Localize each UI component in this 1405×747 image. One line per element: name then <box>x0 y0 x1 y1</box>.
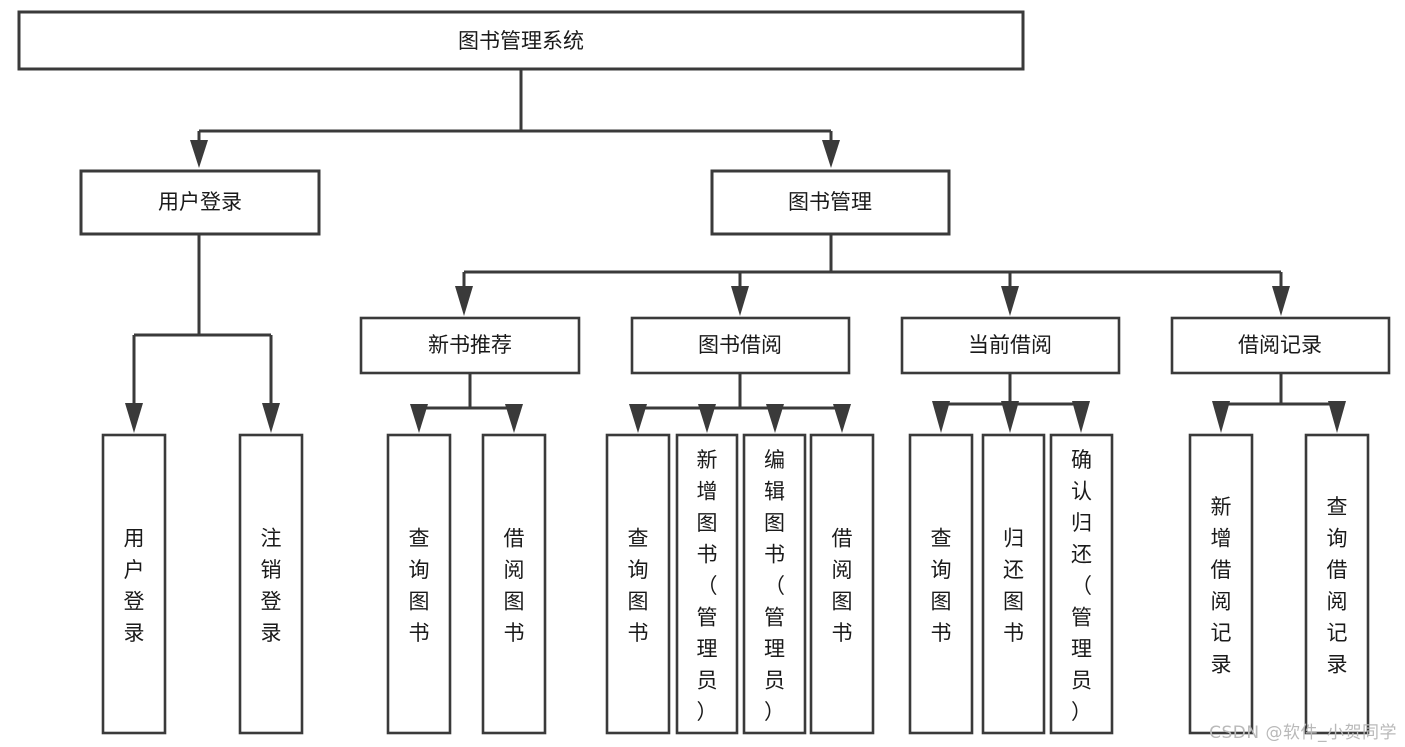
arrow-head-leaf-logout-login <box>262 403 280 433</box>
arrow-head-leaf-query-book-3 <box>932 401 950 433</box>
arrow-head-leaf-return-book <box>1001 401 1019 433</box>
node-user-login[interactable]: 用户登录 <box>79 169 321 236</box>
arrow-head-leaf-edit-book <box>766 404 784 433</box>
node-leaf-return-book-label: 归还图书 <box>1003 527 1024 646</box>
arrow-head-leaf-query-borrow-record <box>1328 401 1346 433</box>
connector-group-user-login <box>125 234 280 433</box>
node-leaf-query-book-2-box[interactable] <box>605 433 671 735</box>
leaf-node-layer: 用户登录 注销登录 查询图书 借阅图书 查询图书 新增图书（管理员） 编辑图书（管理员） 借阅… <box>101 433 1370 735</box>
arrow-head-leaf-add-borrow-record <box>1212 401 1230 433</box>
node-leaf-confirm-return-label: 确认归还（管理员） <box>1071 448 1092 724</box>
arrow-head-book-borrow <box>731 286 749 316</box>
node-book-manage[interactable]: 图书管理 <box>710 169 951 236</box>
node-leaf-edit-book-box[interactable] <box>742 433 807 735</box>
arrow-head-leaf-borrow-book-2 <box>833 404 851 433</box>
node-book-manage-box[interactable] <box>710 169 951 236</box>
node-borrow-record[interactable]: 借阅记录 <box>1170 316 1391 375</box>
node-leaf-logout-login-label: 注销登录 <box>261 527 282 646</box>
node-root-label: 图书管理系统 <box>458 29 584 53</box>
arrow-head-leaf-borrow-book-1 <box>505 404 523 433</box>
node-leaf-query-borrow-record-label: 查询借阅记录 <box>1327 495 1348 677</box>
node-leaf-edit-book[interactable]: 编辑图书（管理员） <box>742 433 807 735</box>
node-leaf-logout-login[interactable]: 注销登录 <box>238 433 304 735</box>
arrow-head-leaf-query-book-2 <box>629 404 647 433</box>
node-leaf-logout-login-box[interactable] <box>238 433 304 735</box>
node-leaf-query-book-1[interactable]: 查询图书 <box>386 433 452 735</box>
connector-group-borrow-record <box>1212 373 1346 433</box>
arrow-head-current-borrow <box>1001 286 1019 316</box>
node-leaf-add-book[interactable]: 新增图书（管理员） <box>675 433 739 735</box>
arrow-head-leaf-user-login <box>125 403 143 433</box>
node-leaf-confirm-return-box[interactable] <box>1049 433 1114 735</box>
connector-group-root <box>190 69 840 168</box>
node-leaf-query-book-3-label: 查询图书 <box>931 527 952 646</box>
node-leaf-query-book-2-label: 查询图书 <box>628 527 649 646</box>
node-current-borrow-label: 当前借阅 <box>968 333 1052 357</box>
node-borrow-record-box[interactable] <box>1170 316 1391 375</box>
node-leaf-add-borrow-record[interactable]: 新增借阅记录 <box>1188 433 1254 735</box>
connector-group-current-borrow <box>932 373 1090 433</box>
arrow-head-leaf-confirm-return <box>1072 401 1090 433</box>
arrow-head-user-login <box>190 140 208 168</box>
node-new-book-recommend[interactable]: 新书推荐 <box>359 316 581 375</box>
node-leaf-borrow-book-1-box[interactable] <box>481 433 547 735</box>
node-leaf-add-book-box[interactable] <box>675 433 739 735</box>
node-user-login-box[interactable] <box>79 169 321 236</box>
node-leaf-user-login[interactable]: 用户登录 <box>101 433 167 735</box>
arrow-head-leaf-add-book <box>698 404 716 433</box>
node-root-system[interactable]: 图书管理系统 <box>17 10 1025 71</box>
node-book-borrow[interactable]: 图书借阅 <box>630 316 851 375</box>
node-leaf-borrow-book-1-label: 借阅图书 <box>504 527 525 646</box>
node-new-book-recommend-box[interactable] <box>359 316 581 375</box>
node-root-box[interactable] <box>17 10 1025 71</box>
node-leaf-query-borrow-record[interactable]: 查询借阅记录 <box>1304 433 1370 735</box>
node-leaf-confirm-return[interactable]: 确认归还（管理员） <box>1049 433 1114 735</box>
arrow-head-borrow-record <box>1272 286 1290 316</box>
node-book-borrow-label: 图书借阅 <box>698 333 782 357</box>
node-leaf-borrow-book-2[interactable]: 借阅图书 <box>809 433 875 735</box>
node-leaf-query-book-3-box[interactable] <box>908 433 974 735</box>
node-leaf-borrow-book-1[interactable]: 借阅图书 <box>481 433 547 735</box>
node-leaf-borrow-book-2-label: 借阅图书 <box>832 527 853 646</box>
node-leaf-user-login-label: 用户登录 <box>124 527 145 646</box>
node-leaf-query-book-1-box[interactable] <box>386 433 452 735</box>
node-leaf-query-book-1-label: 查询图书 <box>409 527 430 646</box>
node-leaf-query-book-2[interactable]: 查询图书 <box>605 433 671 735</box>
node-user-login-label: 用户登录 <box>158 190 242 214</box>
node-leaf-borrow-book-2-box[interactable] <box>809 433 875 735</box>
arrow-head-leaf-query-book-1 <box>410 404 428 433</box>
node-borrow-record-label: 借阅记录 <box>1238 333 1322 357</box>
node-leaf-add-borrow-record-box[interactable] <box>1188 433 1254 735</box>
node-current-borrow-box[interactable] <box>900 316 1121 375</box>
connector-group-book-borrow <box>629 373 851 433</box>
arrow-head-new-book-recommend <box>455 286 473 316</box>
node-leaf-edit-book-label: 编辑图书（管理员） <box>764 448 785 724</box>
node-leaf-add-book-label: 新增图书（管理员） <box>697 448 718 724</box>
arrow-head-book-manage <box>822 140 840 168</box>
node-leaf-add-borrow-record-label: 新增借阅记录 <box>1211 495 1232 677</box>
node-book-borrow-box[interactable] <box>630 316 851 375</box>
node-leaf-query-book-3[interactable]: 查询图书 <box>908 433 974 735</box>
connector-group-book-manage <box>455 234 1290 316</box>
node-leaf-query-borrow-record-box[interactable] <box>1304 433 1370 735</box>
node-leaf-return-book-box[interactable] <box>981 433 1046 735</box>
node-book-manage-label: 图书管理 <box>788 190 872 214</box>
node-leaf-return-book[interactable]: 归还图书 <box>981 433 1046 735</box>
node-current-borrow[interactable]: 当前借阅 <box>900 316 1121 375</box>
node-new-book-recommend-label: 新书推荐 <box>428 333 512 357</box>
node-leaf-user-login-box[interactable] <box>101 433 167 735</box>
connector-group-new-book-recommend <box>410 373 523 433</box>
